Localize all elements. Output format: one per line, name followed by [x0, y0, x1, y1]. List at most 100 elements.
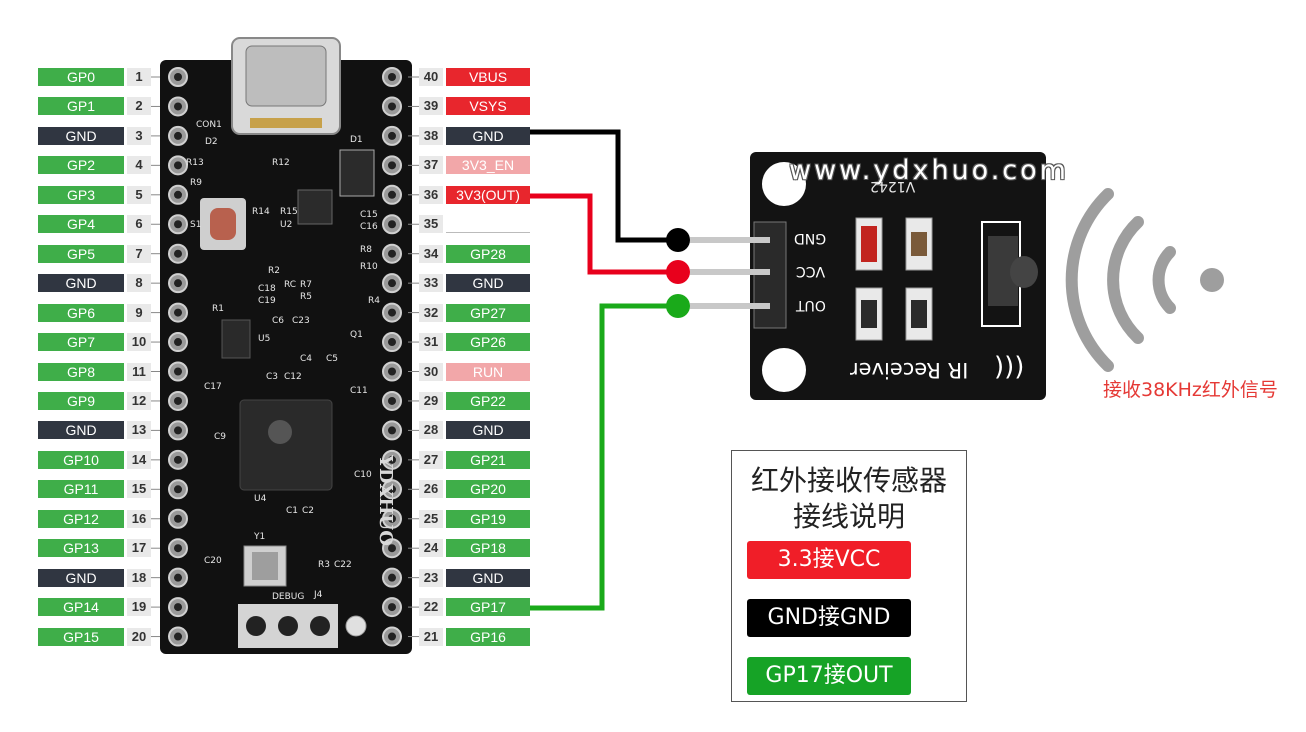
left-pin-label: GP7 — [38, 333, 124, 352]
pin-hole — [174, 426, 182, 435]
silk-d1: D1 — [350, 135, 363, 145]
legend-item-gnd: GND接GND — [747, 599, 911, 637]
left-pin-label: GP0 — [38, 68, 124, 86]
silk-c19: C19 — [258, 296, 276, 306]
silk-u4: U4 — [254, 494, 267, 504]
right-pin-label: GP19 — [446, 509, 530, 528]
module-label-gnd: GND — [794, 230, 827, 246]
left-pin-label: GP1 — [38, 97, 124, 116]
silk-c4: C4 — [300, 354, 313, 364]
silk-r4: R4 — [368, 296, 380, 306]
pin-hole — [388, 131, 396, 140]
pin-hole — [174, 396, 182, 405]
silk-c10: C10 — [354, 470, 372, 480]
left-pin-label: GND — [38, 421, 124, 440]
silk-r14: R14 — [252, 207, 270, 217]
pin-hole — [388, 485, 396, 494]
rp2040-chip — [239, 399, 333, 491]
legend-item-vcc: 3.3接VCC — [747, 541, 911, 579]
left-pin-label: GP14 — [38, 598, 124, 617]
left-pin-label: GP9 — [38, 391, 124, 410]
pin-hole — [388, 220, 396, 229]
silk-r12: R12 — [272, 158, 290, 168]
pin-hole — [388, 573, 396, 582]
pin-hole — [388, 190, 396, 199]
wire-gnd — [530, 129, 676, 243]
pin-hole — [388, 102, 396, 111]
silk-r10: R10 — [360, 262, 378, 272]
silk-r13: R13 — [186, 158, 204, 168]
pin-hole — [174, 73, 182, 81]
pin-hole — [174, 220, 182, 229]
right-pin-number: 27 — [419, 450, 443, 469]
left-pin-number: 20 — [127, 627, 151, 646]
pin-hole — [388, 514, 396, 523]
silk-r15: R15 — [280, 207, 298, 217]
left-pin-number: 11 — [127, 362, 151, 381]
left-pin-number: 18 — [127, 568, 151, 587]
silk-c2: C2 — [302, 506, 315, 516]
pin-hole — [388, 632, 396, 641]
right-pin-label: 3V3_EN — [446, 156, 530, 175]
pin-hole — [388, 338, 396, 347]
module-name: IR Receiver — [850, 358, 969, 382]
junction-vcc — [666, 260, 690, 284]
right-pin-number: 22 — [419, 598, 443, 617]
right-pin-label: GP22 — [446, 391, 530, 410]
left-pin-number: 7 — [127, 244, 151, 263]
silk-c18: C18 — [258, 284, 276, 294]
right-pads — [382, 67, 402, 647]
right-pin-number: 38 — [419, 126, 443, 145]
silk-q1: Q1 — [350, 330, 363, 340]
ir-receiver-dome — [1010, 256, 1038, 288]
pin-hole — [174, 544, 182, 553]
pin-hole — [174, 249, 182, 258]
module-label-vcc: VCC — [796, 263, 826, 279]
legend-item-out: GP17接OUT — [747, 657, 911, 695]
left-pin-number: 10 — [127, 333, 151, 352]
right-pin-number: 24 — [419, 539, 443, 558]
right-pin-label: GND — [446, 274, 530, 293]
silk-c1: C1 — [286, 506, 299, 516]
legend-title-line2: 接线说明 — [792, 500, 905, 533]
right-pin-label: GP28 — [446, 244, 530, 263]
pin-hole — [388, 249, 396, 258]
raspberry-logo — [268, 420, 292, 444]
left-pin-label: GP3 — [38, 185, 124, 204]
right-pin-number: 40 — [419, 68, 443, 86]
wire-vcc — [530, 193, 676, 275]
silk-debug: DEBUG — [272, 592, 305, 602]
left-pin-label: GP10 — [38, 450, 124, 469]
silk-u5: U5 — [258, 334, 271, 344]
left-pads — [168, 67, 188, 647]
left-pin-number: 3 — [127, 126, 151, 145]
left-pin-number: 19 — [127, 598, 151, 617]
pin-hole — [388, 279, 396, 288]
right-pin-number: 31 — [419, 333, 443, 352]
ir-module-board — [750, 152, 1046, 400]
silk-y1: Y1 — [254, 532, 266, 542]
pin-hole — [174, 632, 182, 641]
button-cap — [210, 208, 236, 240]
silk-con1: CON1 — [196, 120, 222, 130]
right-pin-number: 26 — [419, 480, 443, 499]
left-pin-label: GP5 — [38, 244, 124, 263]
right-pin-label: GP17 — [446, 598, 530, 617]
left-pin-label: GP13 — [38, 539, 124, 558]
wiring-legend: 红外接收传感器 接线说明 3.3接VCC GND接GND GP17接OUT — [731, 450, 967, 702]
right-pin-number: 25 — [419, 509, 443, 528]
right-pin-label: RUN — [446, 362, 530, 381]
left-pin-number: 9 — [127, 303, 151, 322]
right-pin-label: 3V3(OUT) — [446, 185, 530, 204]
left-pin-number: 14 — [127, 450, 151, 469]
u2-chip — [297, 189, 333, 225]
silk-r8: R8 — [360, 245, 372, 255]
left-pin-label: GP15 — [38, 627, 124, 646]
left-pin-number: 8 — [127, 274, 151, 293]
right-pin-label: GP16 — [446, 627, 530, 646]
silk-r1: R1 — [212, 304, 224, 314]
pin-hole — [174, 573, 182, 582]
silk-s1: S1 — [190, 220, 202, 230]
module-resistor-3-body — [911, 300, 927, 328]
wire-out — [530, 303, 676, 611]
